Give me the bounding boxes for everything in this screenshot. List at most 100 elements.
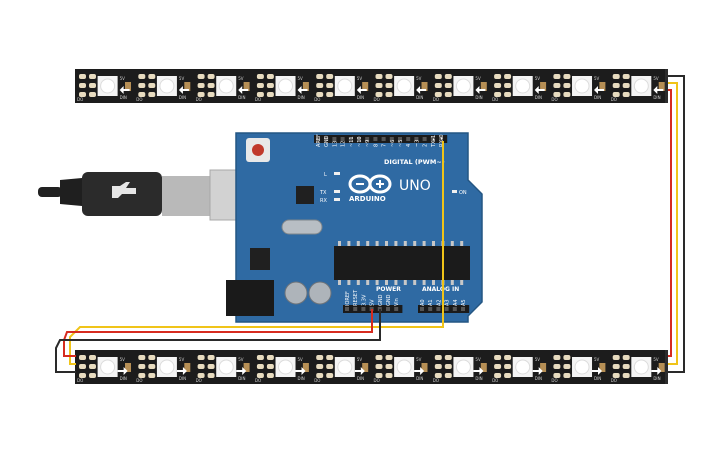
digital-header-label: DIGITAL (PWM~) <box>384 158 445 166</box>
board-model-label: UNO <box>399 178 431 194</box>
pixel-din-label: DIN <box>357 95 364 100</box>
pixel-din-label: DIN <box>298 95 305 100</box>
pixel-do-label: DO <box>77 97 83 102</box>
digital-pin-label: ~10 <box>357 136 363 147</box>
digital-pin-socket <box>357 137 361 141</box>
direction-arrow-icon <box>416 86 427 94</box>
direction-arrow-icon <box>356 86 367 94</box>
led-pixel <box>97 76 118 96</box>
board-brand-label: ARDUINO <box>349 195 386 203</box>
pixel-do-label: DO <box>611 378 617 383</box>
led-pixel <box>275 357 296 377</box>
digital-pin-label: ~6 <box>390 140 396 147</box>
pixel-5v-label: 5V <box>357 76 363 81</box>
led-pixel <box>631 357 652 377</box>
analog-pin-label: A0 <box>420 299 426 306</box>
direction-arrow-icon <box>297 86 308 94</box>
led-strip-top: 5VDINDO5VDINDO5VDINDO5VDINDO5VDINDO5VDIN… <box>75 69 668 103</box>
pixel-do-label: DO <box>136 97 142 102</box>
direction-arrow-icon <box>119 86 130 94</box>
pixel-5v-label: 5V <box>357 357 363 362</box>
analog-header-label: ANALOG IN <box>422 286 459 293</box>
usb-symbol-icon <box>112 182 136 198</box>
pixel-do-label: DO <box>196 378 202 383</box>
pixel-do-label: DO <box>196 97 202 102</box>
pixel-din-label: DIN <box>179 95 186 100</box>
digital-pin-socket <box>389 137 394 141</box>
pixel-din-label: DIN <box>475 95 482 100</box>
direction-arrow-icon <box>236 367 247 375</box>
wire-red-5v <box>63 309 373 357</box>
digital-pin-socket <box>340 137 345 141</box>
digital-pin-socket <box>324 137 329 141</box>
on-led-label: ON <box>459 190 467 196</box>
led-label-rx: RX <box>320 198 327 204</box>
pixel-5v-label: 5V <box>298 357 304 362</box>
digital-pin-socket <box>439 137 443 141</box>
pixel-din-label: DIN <box>594 376 601 381</box>
digital-pin-socket <box>381 137 386 141</box>
led-pixel <box>631 76 652 96</box>
pixel-5v-label: 5V <box>594 76 600 81</box>
pixel-do-label: DO <box>314 378 320 383</box>
analog-pin-socket <box>420 307 424 311</box>
analog-pin-socket <box>436 307 441 311</box>
pixel-5v-label: 5V <box>120 357 126 362</box>
pixel-5v-label: 5V <box>298 76 304 81</box>
pixel-do-label: DO <box>551 378 557 383</box>
analog-pin-label: A2 <box>436 299 442 306</box>
direction-arrow-icon <box>295 367 306 375</box>
led-pixel <box>334 357 355 377</box>
power-pin-socket <box>394 307 399 311</box>
analog-pin-label: A4 <box>453 299 459 306</box>
analog-pin-socket <box>461 307 465 311</box>
pixel-5v-label: 5V <box>120 76 126 81</box>
pixel-do-label: DO <box>374 97 380 102</box>
pixel-5v-label: 5V <box>535 76 541 81</box>
pixel-din-label: DIN <box>653 376 660 381</box>
usb-cable <box>38 169 269 221</box>
pixel-din-label: DIN <box>535 376 542 381</box>
pixel-5v-label: 5V <box>535 357 541 362</box>
direction-arrow-icon <box>475 86 486 94</box>
direction-arrow-icon <box>238 86 249 94</box>
digital-pin-socket <box>430 137 435 141</box>
wire-yellow-right <box>668 82 678 365</box>
pixel-5v-label: 5V <box>238 76 244 81</box>
digital-pin-label: TX▸1 <box>431 135 437 148</box>
pixel-5v-label: 5V <box>179 76 185 81</box>
pixel-din-label: DIN <box>120 95 127 100</box>
pixel-din-label: DIN <box>298 376 305 381</box>
digital-pin-socket <box>332 137 337 141</box>
led-pixel <box>512 76 533 96</box>
pixel-din-label: DIN <box>120 376 127 381</box>
pixel-5v-label: 5V <box>416 76 422 81</box>
pixel-5v-label: 5V <box>653 76 659 81</box>
led-pixel <box>394 357 415 377</box>
direction-arrow-icon <box>117 367 128 375</box>
digital-pin-label: RX◂0 <box>439 134 445 147</box>
digital-pin-label: 2 <box>423 144 429 147</box>
pixel-5v-label: 5V <box>179 357 185 362</box>
led-pixel <box>275 76 296 96</box>
led-pixel <box>97 357 118 377</box>
pixel-do-label: DO <box>255 378 261 383</box>
pixel-do-label: DO <box>492 378 498 383</box>
pixel-din-label: DIN <box>179 376 186 381</box>
led-pixel <box>216 357 237 377</box>
pixel-din-label: DIN <box>416 376 423 381</box>
led-label-tx: TX <box>319 190 327 196</box>
pixel-do-label: DO <box>611 97 617 102</box>
direction-arrow-icon <box>354 367 365 375</box>
power-pin-label: 3.3V <box>361 294 367 306</box>
digital-pin-label: ~11 <box>349 136 355 147</box>
digital-pin-label: 4 <box>406 144 412 147</box>
direction-arrow-icon <box>592 367 603 375</box>
pixel-5v-label: 5V <box>475 76 481 81</box>
power-pin-label: GND <box>386 294 392 306</box>
pixel-do-label: DO <box>433 378 439 383</box>
pixel-5v-label: 5V <box>653 357 659 362</box>
direction-arrow-icon <box>534 86 545 94</box>
